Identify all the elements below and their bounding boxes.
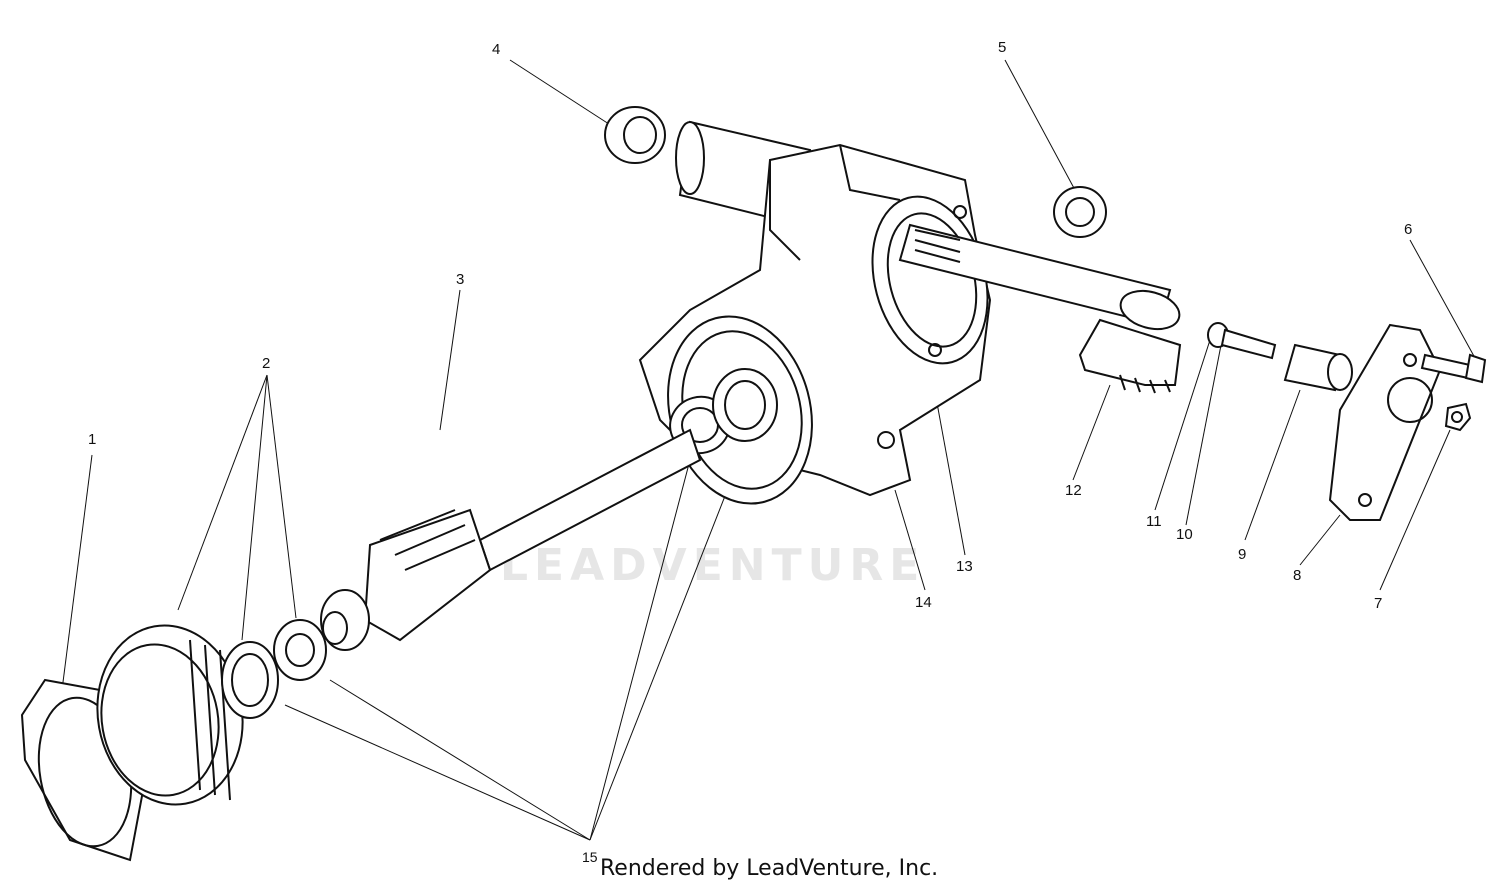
threaded-adjuster [96,624,244,806]
callout-3: 3 [456,271,465,288]
seal-right [1053,186,1107,238]
cover-plate [1328,323,1442,521]
sector-gear [1078,318,1182,394]
bearing-cone [273,619,327,681]
output-shaft [898,223,1181,331]
adjuster-bolt [1207,322,1277,360]
bushing [1283,343,1353,392]
callout-11: 11 [1146,513,1162,530]
worm-shaft [320,428,702,651]
callout-8: 8 [1293,567,1302,584]
callout-5: 5 [998,39,1007,56]
lock-nut [1444,402,1472,432]
callout-6: 6 [1404,221,1413,238]
seal-ring [221,641,279,719]
callout-7: 7 [1374,595,1383,612]
watermark: LEADVENTURE [500,540,926,591]
callout-14: 14 [915,594,932,611]
callout-13: 13 [956,558,973,575]
callout-15: 15 [582,849,598,865]
callout-4: 4 [492,41,501,58]
plate-bolt [1420,353,1487,384]
callout-1: 1 [88,431,97,448]
leader-lines [61,59,1476,841]
callout-10: 10 [1176,526,1193,543]
callout-9: 9 [1238,546,1247,563]
render-credit: Rendered by LeadVenture, Inc. [600,856,939,881]
callout-12: 12 [1065,482,1082,499]
seal-left [604,106,666,164]
callout-2: 2 [262,355,271,372]
